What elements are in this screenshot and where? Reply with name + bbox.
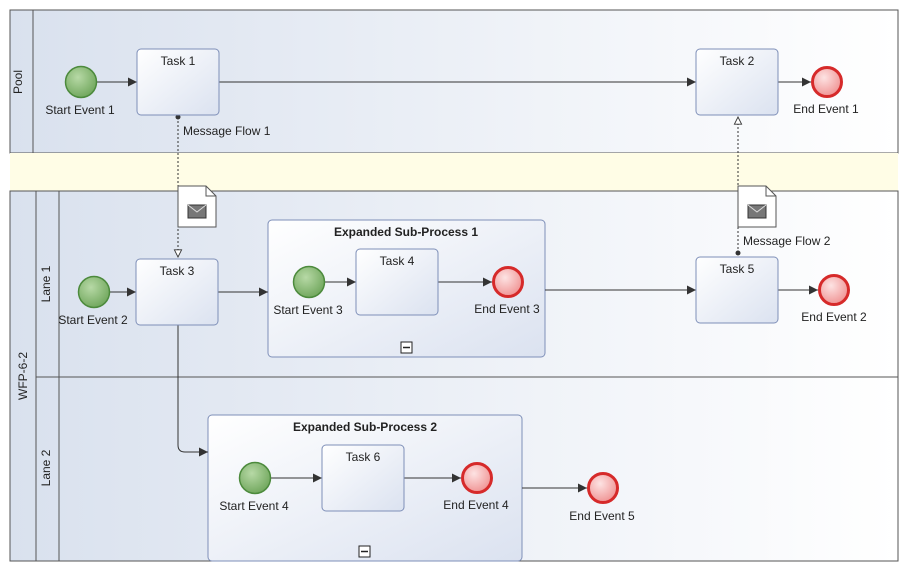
start-event-2[interactable]: Start Event 2 — [58, 275, 128, 328]
task-4-label: Task 4 — [380, 254, 415, 268]
subprocess-2-title: Expanded Sub-Process 2 — [293, 420, 437, 434]
sequence-flows — [97, 77, 818, 493]
end-event-5[interactable]: End Event 5 — [569, 472, 635, 524]
end-event-4[interactable]: End Event 4 — [443, 462, 509, 513]
message-flow-2-label: Message Flow 2 — [743, 234, 831, 248]
pool-gap-band — [10, 153, 898, 191]
start-event-3-label: Start Event 3 — [273, 303, 343, 317]
minus-box-icon[interactable] — [358, 545, 371, 558]
end-event-3-label: End Event 3 — [474, 302, 540, 316]
end-event-4-label: End Event 4 — [443, 498, 509, 512]
task-4[interactable]: Task 4 — [355, 248, 439, 316]
start-event-1[interactable]: Start Event 1 — [45, 65, 115, 118]
lane-2-label: Lane 2 — [39, 449, 53, 486]
flow-task3-sp2 — [177, 325, 208, 457]
start-event-4[interactable]: Start Event 4 — [219, 461, 289, 514]
subprocess-1-title: Expanded Sub-Process 1 — [334, 225, 478, 239]
message-flow-2[interactable]: Message Flow 2 — [736, 117, 831, 256]
end-event-5-label: End Event 5 — [569, 509, 635, 523]
envelope-icon — [177, 185, 217, 228]
task-5-label: Task 5 — [720, 262, 755, 276]
task-1-label: Task 1 — [161, 54, 196, 68]
end-event-1-label: End Event 1 — [793, 102, 859, 116]
end-event-1[interactable]: End Event 1 — [793, 66, 859, 117]
minus-box-icon[interactable] — [400, 341, 413, 354]
lane-1-label: Lane 1 — [39, 265, 53, 302]
end-event-2[interactable]: End Event 2 — [801, 274, 867, 325]
start-event-4-label: Start Event 4 — [219, 499, 289, 513]
message-flow-1[interactable]: Message Flow 1 — [176, 114, 271, 258]
task-3[interactable]: Task 3 — [135, 258, 219, 326]
task-3-label: Task 3 — [160, 264, 195, 278]
task-2[interactable]: Task 2 — [695, 48, 779, 116]
task-6-label: Task 6 — [346, 450, 381, 464]
envelope-icon — [737, 185, 777, 228]
end-event-2-label: End Event 2 — [801, 310, 867, 324]
task-5[interactable]: Task 5 — [695, 256, 779, 324]
pool-top-label: Pool — [11, 70, 25, 94]
task-2-label: Task 2 — [720, 54, 755, 68]
task-6[interactable]: Task 6 — [321, 444, 405, 512]
start-event-3[interactable]: Start Event 3 — [273, 265, 343, 318]
task-1[interactable]: Task 1 — [136, 48, 220, 116]
start-event-1-label: Start Event 1 — [45, 103, 115, 117]
start-event-2-label: Start Event 2 — [58, 313, 128, 327]
end-event-3[interactable]: End Event 3 — [474, 266, 540, 317]
message-flow-1-label: Message Flow 1 — [183, 124, 271, 138]
pool-bottom-label: WFP-6-2 — [16, 352, 30, 400]
